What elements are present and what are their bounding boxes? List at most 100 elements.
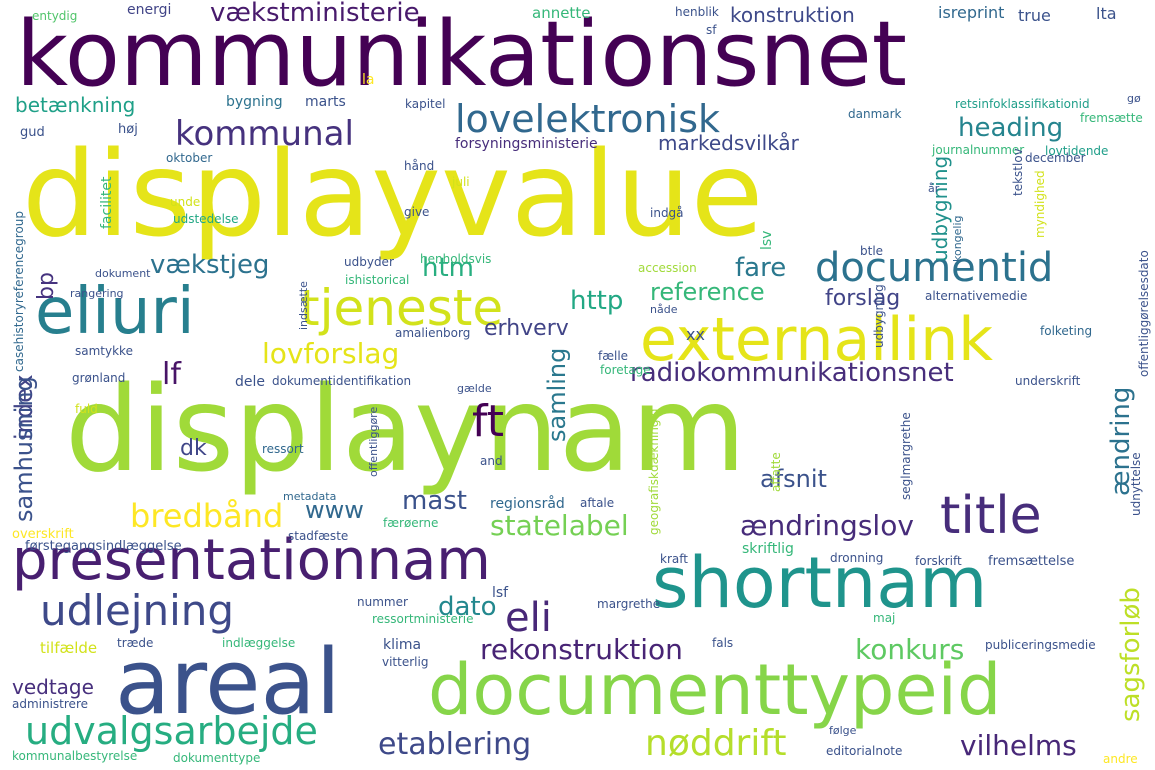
- cloud-word: heading: [958, 113, 1064, 143]
- cloud-word: entydig: [32, 9, 78, 23]
- cloud-word: htm: [422, 253, 474, 283]
- cloud-word: kommunal: [175, 114, 354, 154]
- cloud-word: regionsråd: [490, 496, 565, 512]
- cloud-word: bredbånd: [130, 497, 284, 535]
- cloud-word: tilfælde: [40, 639, 98, 657]
- cloud-word: overskrift: [12, 527, 74, 542]
- cloud-word: lovtidende: [1045, 144, 1109, 158]
- cloud-word: statelabel: [490, 509, 629, 542]
- cloud-word: editorialnote: [826, 744, 903, 758]
- cloud-word: indgå: [650, 206, 684, 220]
- cloud-word: bp: [34, 272, 59, 300]
- cloud-word: betænkning: [15, 93, 136, 117]
- cloud-word: give: [404, 205, 430, 219]
- cloud-word: and: [480, 454, 503, 468]
- cloud-word: rangering: [70, 287, 124, 300]
- cloud-word: ishistorical: [345, 273, 410, 287]
- cloud-word: shortnam: [652, 542, 988, 624]
- cloud-word: december: [1025, 151, 1086, 165]
- cloud-word: træde: [117, 636, 154, 650]
- cloud-word: mast: [402, 486, 467, 516]
- cloud-word: udvalgsarbejde: [25, 709, 318, 753]
- cloud-word: fremsætte: [1080, 111, 1143, 125]
- cloud-word: erhverv: [484, 316, 569, 341]
- cloud-word: documentid: [815, 245, 1054, 291]
- cloud-word: fremsættelse: [988, 554, 1075, 569]
- cloud-word: metadata: [283, 490, 337, 503]
- cloud-word: dokumentidentifikation: [272, 374, 412, 388]
- cloud-word: konkurs: [855, 633, 965, 666]
- cloud-word: foretage: [600, 363, 651, 377]
- cloud-word: lsf: [492, 585, 509, 601]
- cloud-word: kommunalbestyrelse: [12, 749, 138, 763]
- cloud-word: offentliggøre: [367, 406, 380, 477]
- cloud-word: oktober: [166, 151, 213, 165]
- cloud-word: lovelektronisk: [455, 97, 720, 141]
- cloud-word: fælle: [598, 349, 629, 363]
- cloud-word: externallink: [640, 305, 993, 375]
- cloud-word: ændringslov: [740, 509, 914, 542]
- cloud-word: kraft: [660, 552, 688, 566]
- cloud-word: fare: [735, 253, 787, 283]
- cloud-word: alternativemedie: [925, 289, 1028, 303]
- cloud-word: konstruktion: [730, 3, 855, 27]
- cloud-word: nåde: [650, 303, 678, 316]
- cloud-word: ressort: [262, 442, 304, 456]
- cloud-word: seglmargrethe: [899, 412, 913, 500]
- cloud-word: offentliggørelsesdato: [1137, 250, 1151, 377]
- cloud-word: udlejning: [40, 586, 235, 635]
- cloud-word: dokument: [95, 267, 151, 280]
- cloud-word: samhusning: [10, 376, 38, 522]
- cloud-word: vækstjeg: [150, 250, 270, 280]
- cloud-word: maj: [873, 611, 896, 625]
- cloud-word: nøddrift: [645, 723, 787, 764]
- cloud-word: gud: [20, 125, 45, 140]
- cloud-word: lf: [162, 357, 181, 392]
- cloud-word: facilitet: [99, 176, 115, 229]
- cloud-word: vækstministerie: [210, 0, 420, 28]
- cloud-word: henholdsvis: [420, 252, 492, 266]
- cloud-word: eli: [505, 595, 552, 641]
- cloud-word: geografiskdækningid: [647, 408, 661, 535]
- cloud-word: myndighed: [1033, 170, 1047, 238]
- cloud-word: vedtage: [12, 675, 94, 699]
- cloud-word: la: [362, 72, 375, 88]
- cloud-word: samtykke: [75, 344, 133, 358]
- cloud-word: http: [570, 286, 624, 316]
- cloud-word: marts: [305, 94, 346, 110]
- cloud-word: dronning: [830, 551, 884, 565]
- cloud-word: forslag: [825, 286, 901, 311]
- cloud-word: affatte: [769, 452, 783, 492]
- cloud-word: tekstlov: [1011, 148, 1025, 196]
- cloud-word: fals: [712, 636, 734, 650]
- cloud-word: kommunikationsnet: [16, 2, 908, 107]
- cloud-word: amalienborg: [395, 326, 471, 340]
- cloud-word: bygning: [226, 94, 283, 110]
- cloud-word: displayvalue: [22, 125, 764, 263]
- cloud-word: udnyttelse: [1129, 452, 1143, 516]
- cloud-word: kapitel: [405, 97, 446, 111]
- cloud-word: lsv: [759, 230, 775, 250]
- cloud-word: henblik: [675, 5, 719, 19]
- cloud-word: presentationnam: [12, 528, 491, 593]
- cloud-word: kongelig: [951, 215, 964, 262]
- cloud-word: vilhelms: [960, 729, 1077, 762]
- cloud-word: dk: [180, 436, 207, 461]
- cloud-word: journalnummer: [932, 143, 1025, 157]
- cloud-word: publiceringsmedie: [985, 638, 1096, 652]
- cloud-word: andre: [1103, 752, 1138, 766]
- cloud-word: stadfæste: [288, 529, 349, 543]
- cloud-word: indlæggelse: [222, 636, 296, 650]
- cloud-word: danmark: [848, 107, 902, 121]
- cloud-word: title: [940, 486, 1042, 546]
- cloud-word: margrethe: [597, 597, 661, 611]
- cloud-word: underskrift: [1015, 374, 1081, 388]
- cloud-word: gælde: [457, 382, 492, 395]
- cloud-word: vitterlig: [382, 655, 429, 669]
- cloud-word: btle: [860, 244, 884, 258]
- cloud-word: forsyningsministerie: [455, 136, 598, 152]
- cloud-word: radiokommunikationsnet: [630, 358, 954, 388]
- cloud-word: markedsvilkår: [658, 131, 799, 155]
- cloud-word: etablering: [378, 727, 532, 762]
